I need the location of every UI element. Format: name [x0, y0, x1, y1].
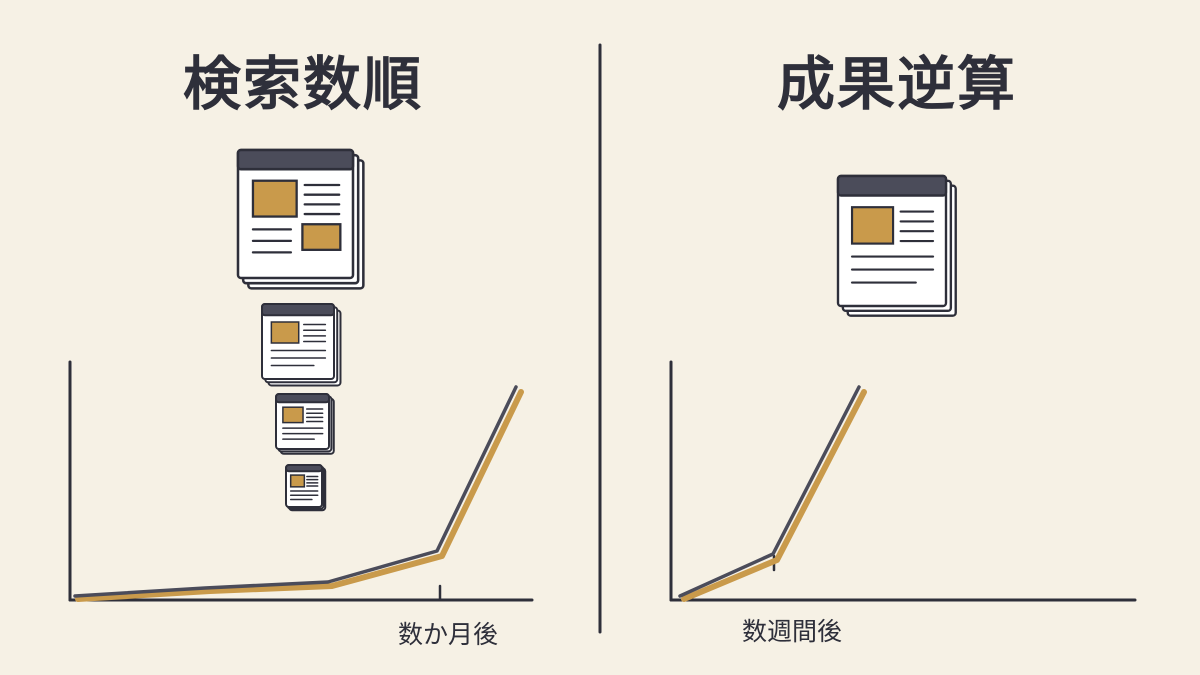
image-block: [301, 223, 342, 251]
document-stack-icon: [261, 303, 342, 387]
page-header-bar: [236, 148, 355, 171]
image-block: [270, 321, 300, 344]
document-stack-icon: [285, 464, 327, 512]
left-curve-line: [73, 385, 518, 598]
left-axes: [68, 360, 534, 602]
page-header-bar: [285, 464, 323, 473]
right-panel-title: 成果逆算: [777, 50, 1017, 118]
right-curve-line: [678, 385, 861, 598]
document-stack-icon: [836, 174, 957, 317]
left-growth-curve: [73, 385, 524, 602]
right-growth-curve: [678, 385, 867, 602]
image-block: [850, 206, 895, 245]
document-stack-icon: [236, 148, 365, 290]
right-tick-label: 数週間後: [742, 617, 842, 646]
image-block: [282, 406, 304, 424]
left-panel-title: 検索数順: [183, 50, 423, 118]
document-stack-icon: [275, 393, 335, 455]
image-block: [251, 179, 298, 218]
page-header-bar: [261, 303, 335, 317]
image-block: [289, 474, 306, 488]
page-header-bar: [275, 393, 330, 404]
page-header-bar: [836, 174, 948, 197]
right-curve-shadow: [681, 389, 867, 602]
left-curve-shadow: [75, 389, 524, 602]
left-tick-label: 数か月後: [398, 620, 498, 649]
right-axes: [669, 360, 1137, 602]
